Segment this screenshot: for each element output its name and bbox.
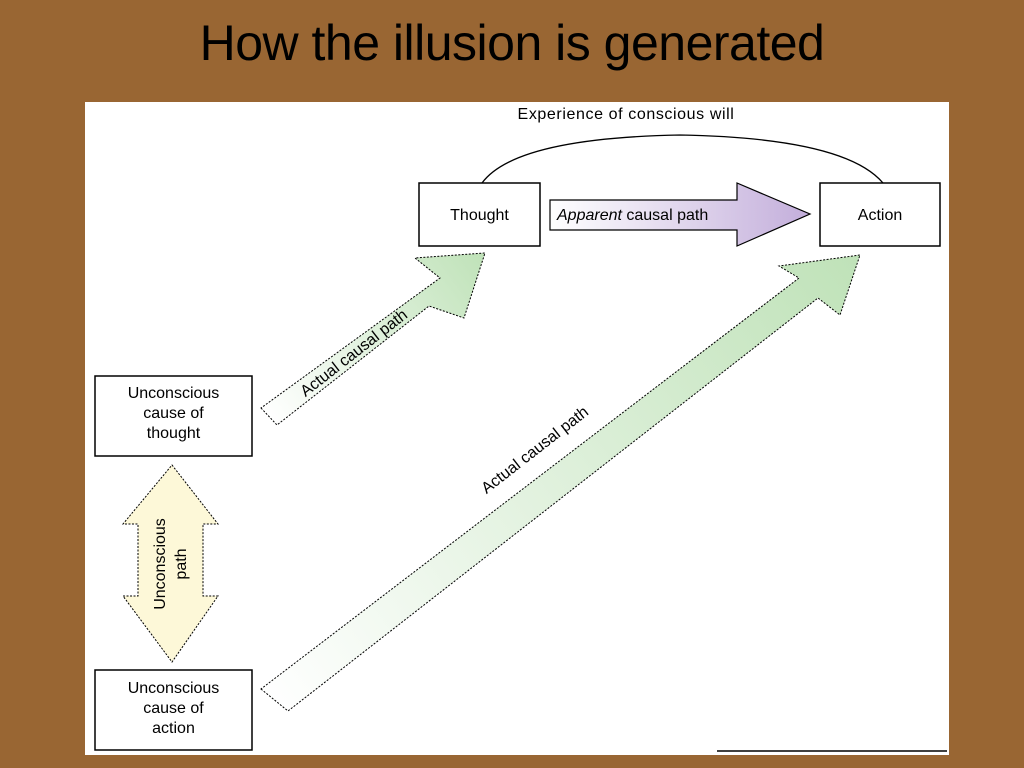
actual-causal-path-lower-arrow <box>260 254 861 712</box>
apparent-causal-path-arrow <box>549 182 812 247</box>
thought-box <box>418 182 541 247</box>
thought-label: Thought <box>450 207 509 224</box>
unconscious-cause-of-action-box <box>94 669 253 751</box>
experience-arc <box>481 134 884 184</box>
unconscious-action-line2: cause of <box>143 700 204 717</box>
apparent-label-rest: causal path <box>622 207 708 224</box>
unconscious-thought-line3: thought <box>147 425 201 442</box>
diagram-panel: Experience of conscious will Actual caus… <box>85 102 949 755</box>
action-label: Action <box>858 207 902 224</box>
unconscious-cause-of-thought-box <box>94 375 253 457</box>
unconscious-thought-line1: Unconscious <box>128 385 220 402</box>
experience-label: Experience of conscious will <box>518 106 735 123</box>
diagram-svg: Experience of conscious will Actual caus… <box>94 106 947 752</box>
unconscious-thought-line2: cause of <box>143 405 204 422</box>
unconscious-action-line1: Unconscious <box>128 680 220 697</box>
apparent-causal-path-label: Apparent causal path <box>556 207 708 224</box>
actual-causal-path-upper-arrow <box>260 252 486 426</box>
unconscious-action-line3: action <box>152 720 195 737</box>
actual-causal-path-upper-label: Actual causal path <box>297 307 410 401</box>
apparent-label-italic: Apparent <box>556 207 622 224</box>
unconscious-path-arrow <box>121 464 220 663</box>
action-box <box>819 182 941 247</box>
unconscious-path-label-line2: path <box>173 548 190 579</box>
unconscious-path-label-line1: Unconscious <box>152 518 169 610</box>
slide-title: How the illusion is generated <box>199 15 825 71</box>
